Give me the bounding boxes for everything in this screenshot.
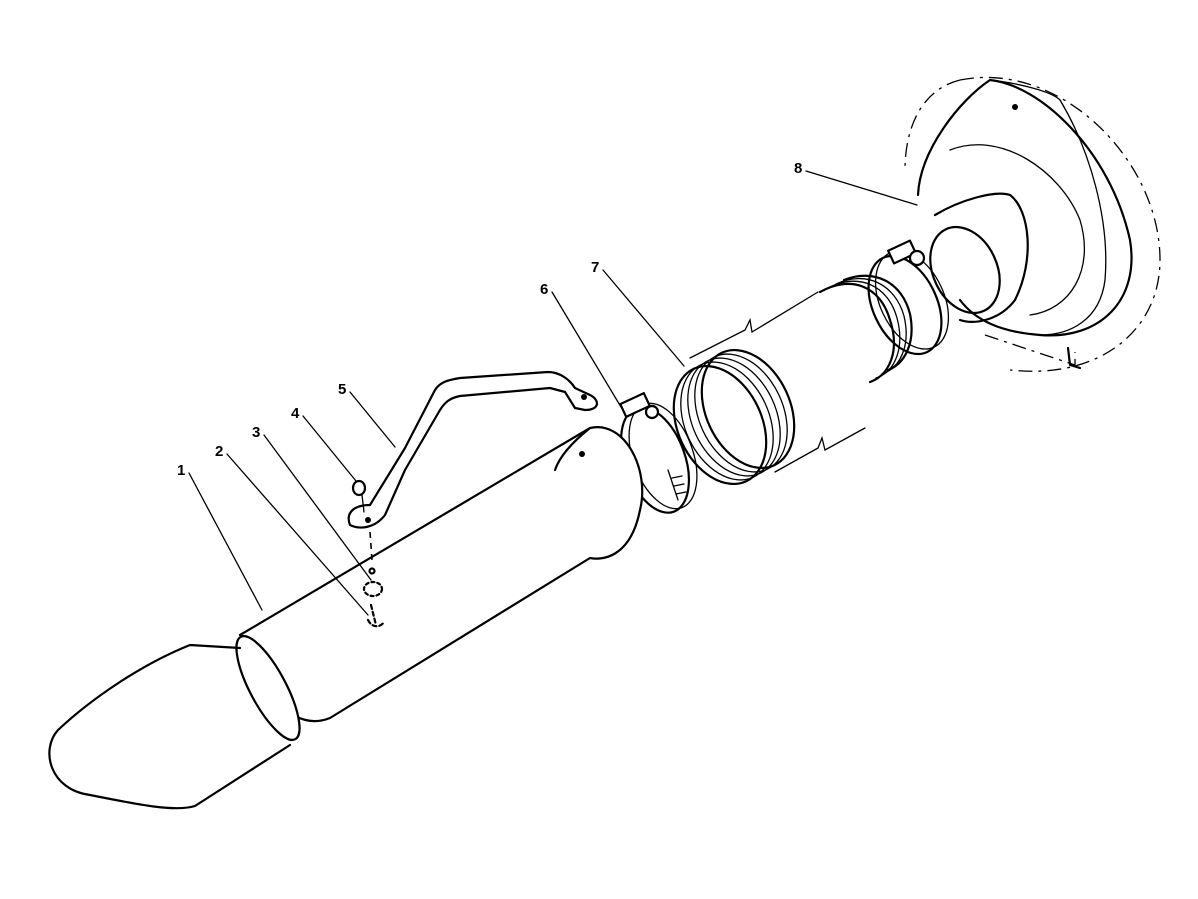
leader-line	[263, 434, 372, 581]
leader-line	[226, 453, 369, 616]
callout-label: 6	[540, 281, 548, 298]
callout-5: 5	[338, 381, 396, 448]
hose-clamp	[619, 392, 698, 514]
callout-1: 1	[177, 462, 263, 611]
callout-7: 7	[591, 259, 685, 367]
hardware-stack	[351, 479, 386, 628]
leader-line	[805, 170, 918, 206]
callout-label: 1	[177, 462, 185, 479]
leader-line	[188, 472, 263, 611]
outlet-adapter-flange	[904, 76, 1161, 372]
callout-label: 8	[794, 160, 802, 177]
callout-label: 4	[291, 405, 300, 422]
callouts: 1 2 3 4 5 6 7 8	[177, 160, 918, 616]
exhaust-tailpipe	[48, 426, 644, 810]
leader-line	[551, 291, 622, 408]
callout-label: 7	[591, 259, 599, 276]
callout-4: 4	[291, 405, 357, 482]
callout-label: 5	[338, 381, 346, 398]
callout-2: 2	[215, 443, 369, 616]
leader-line	[602, 269, 685, 367]
callout-label: 2	[215, 443, 223, 460]
callout-8: 8	[794, 160, 918, 206]
hose-corrugations-left	[672, 348, 796, 486]
callout-3: 3	[252, 424, 372, 581]
leader-line	[302, 415, 357, 482]
hose-clamp-right	[867, 239, 950, 356]
callout-6: 6	[540, 281, 622, 408]
leader-line	[349, 391, 396, 448]
hose-corrugations-right	[818, 274, 913, 384]
flexible-hose	[672, 274, 913, 486]
callout-label: 3	[252, 424, 260, 441]
mounting-bracket	[347, 370, 598, 529]
